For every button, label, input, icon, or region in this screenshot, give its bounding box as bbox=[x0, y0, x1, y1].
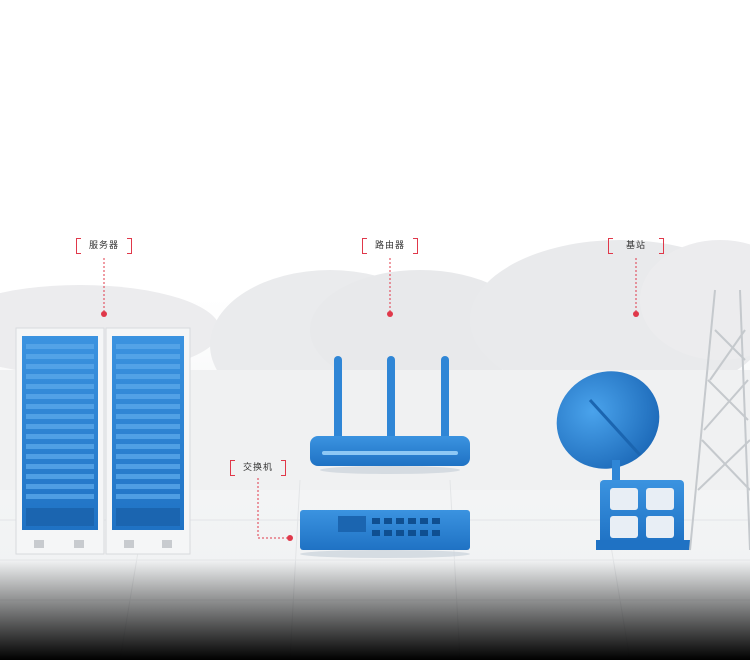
server-racks bbox=[15, 327, 191, 555]
server-rack-right bbox=[105, 327, 191, 555]
switch-label: 交换机 bbox=[230, 458, 286, 478]
switch bbox=[300, 510, 470, 558]
label-connectors bbox=[103, 258, 637, 539]
base-station bbox=[556, 289, 750, 551]
router-antenna-left bbox=[334, 356, 342, 440]
router-antenna-middle bbox=[387, 356, 395, 440]
server-label: 服务器 bbox=[76, 236, 132, 256]
router-antenna-right bbox=[441, 356, 449, 440]
router-label: 路由器 bbox=[362, 236, 418, 256]
label-markers bbox=[101, 311, 639, 541]
bottom-shadow bbox=[0, 560, 750, 660]
router bbox=[310, 356, 470, 474]
lattice-tower bbox=[689, 289, 750, 551]
server-rack-left bbox=[15, 327, 105, 555]
base-station-label: 基站 bbox=[608, 236, 664, 256]
